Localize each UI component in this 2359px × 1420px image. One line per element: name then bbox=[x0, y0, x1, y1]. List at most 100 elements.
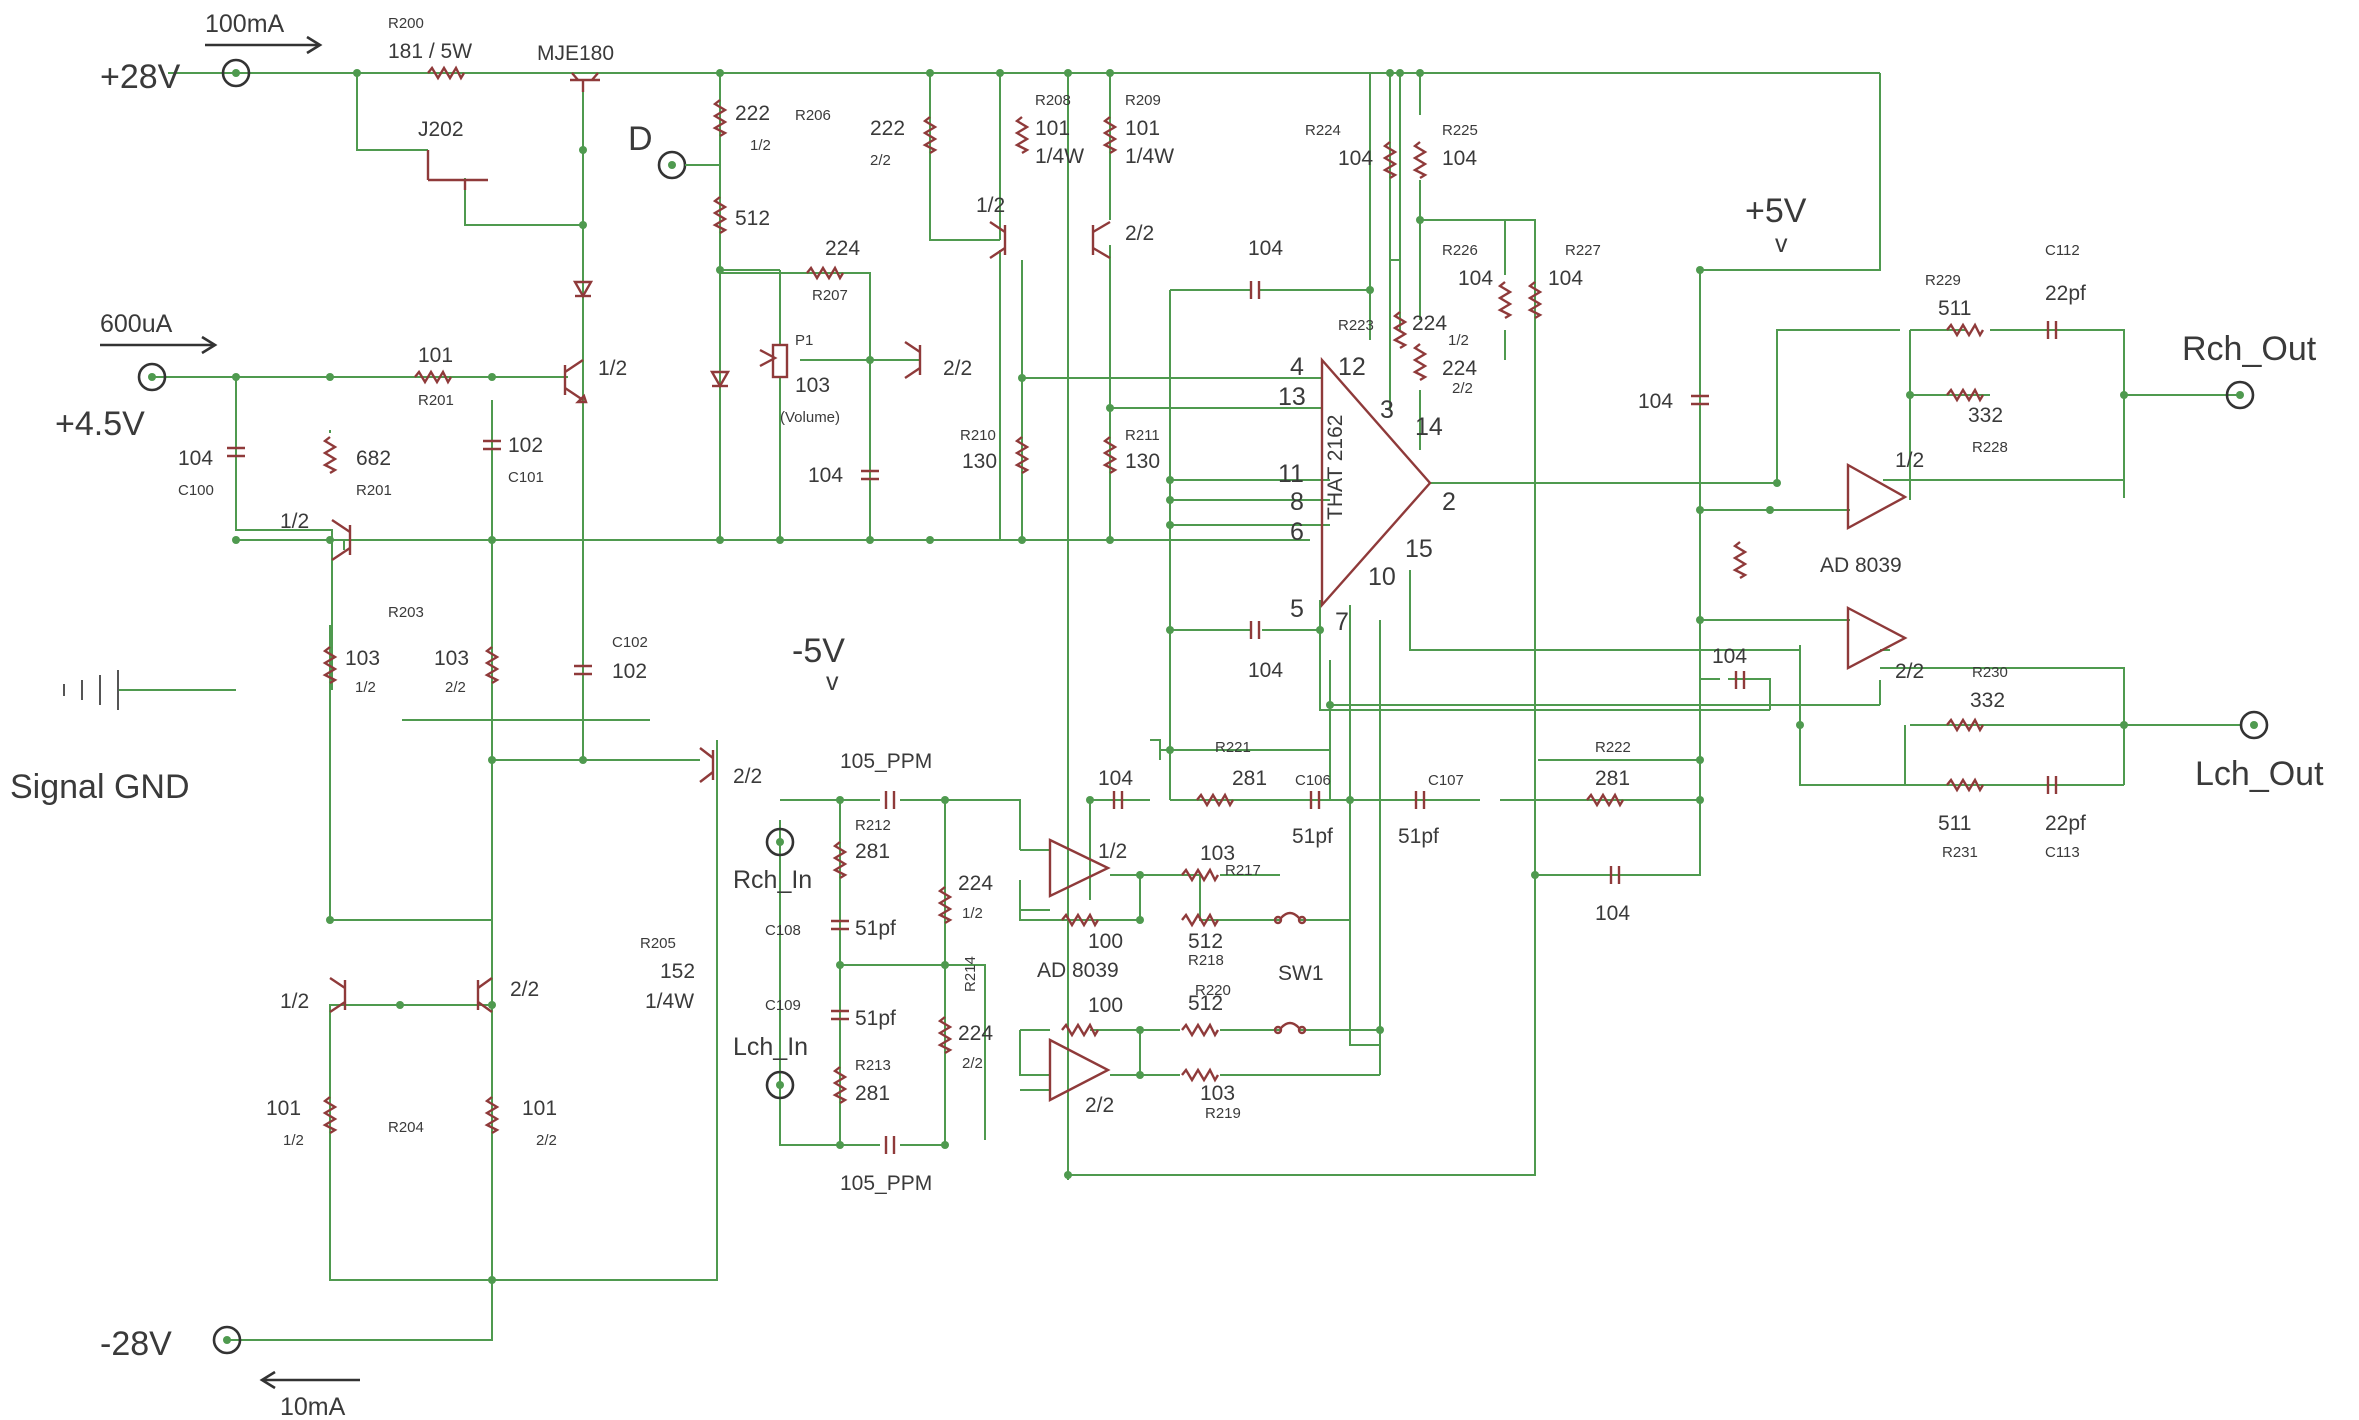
p1-note: (Volume) bbox=[780, 409, 840, 426]
r213-ref: R213 bbox=[855, 1057, 891, 1074]
pin-14: 14 bbox=[1415, 413, 1443, 441]
r201a-ref: R201 bbox=[418, 392, 454, 409]
port-lch-in[interactable]: Lch_In bbox=[733, 1033, 808, 1100]
c-in-bot-value: 105_PPM bbox=[840, 1172, 932, 1195]
r201b-ref: R201 bbox=[356, 482, 392, 499]
p1-value: 103 bbox=[795, 374, 830, 397]
junction-dots bbox=[232, 69, 2128, 1284]
r229-ref: R229 bbox=[1925, 272, 1961, 289]
port-rch-in[interactable]: Rch_In bbox=[733, 827, 812, 894]
r218-ref: R218 bbox=[1188, 952, 1224, 969]
pin-8: 8 bbox=[1290, 488, 1304, 516]
label-minus28v: -28V bbox=[100, 1325, 172, 1363]
r209-power: 1/4W bbox=[1125, 145, 1174, 168]
r230-value: 332 bbox=[1970, 689, 2005, 712]
c-br-value: 104 bbox=[1595, 902, 1630, 925]
r223-ref: R223 bbox=[1338, 317, 1374, 334]
sw1-ref: SW1 bbox=[1278, 962, 1324, 985]
r214-sub-a: 1/2 bbox=[962, 905, 983, 922]
r221-ref: R221 bbox=[1215, 739, 1251, 756]
opamp-tr-unit: 1/2 bbox=[1895, 449, 1924, 472]
r214-value-a: 224 bbox=[958, 872, 993, 895]
r204-sub-r: 2/2 bbox=[536, 1132, 557, 1149]
r204-value-l: 101 bbox=[266, 1097, 301, 1120]
r209-ref: R209 bbox=[1125, 92, 1161, 109]
r207-ref: R207 bbox=[812, 287, 848, 304]
opamp-br-part: AD 8039 bbox=[1820, 554, 1902, 577]
c112-ref: C112 bbox=[2045, 242, 2080, 259]
c113-value: 22pf bbox=[2045, 812, 2086, 835]
r206-value-c: 222 bbox=[870, 117, 905, 140]
r226-value: 104 bbox=[1458, 267, 1493, 290]
port-d[interactable]: D bbox=[628, 120, 720, 180]
r231-value: 511 bbox=[1938, 812, 1971, 835]
r212-value: 281 bbox=[855, 840, 890, 863]
pin-10: 10 bbox=[1368, 563, 1396, 591]
pin-12: 12 bbox=[1338, 353, 1366, 381]
port-plus45v[interactable]: +4.5V 600uA bbox=[55, 310, 218, 443]
r223-value-a: 224 bbox=[1412, 312, 1447, 335]
label-q1: 1/2 bbox=[598, 357, 627, 380]
port-minus28v[interactable]: -28V 10mA bbox=[100, 1325, 360, 1420]
label-lch-out: Lch_Out bbox=[2195, 755, 2324, 793]
opamp-in-top-unit: 1/2 bbox=[1098, 840, 1127, 863]
r208-ref: R208 bbox=[1035, 92, 1071, 109]
port-rch-out[interactable]: Rch_Out bbox=[2182, 330, 2317, 410]
r229-value: 511 bbox=[1938, 297, 1971, 320]
r213-value: 281 bbox=[855, 1082, 890, 1105]
pin-3: 3 bbox=[1380, 396, 1394, 424]
r209-value: 101 bbox=[1125, 117, 1160, 140]
label-j202: J202 bbox=[418, 118, 464, 141]
c102-ref: C102 bbox=[612, 634, 648, 651]
pin-7: 7 bbox=[1335, 608, 1349, 636]
r224-value: 104 bbox=[1338, 147, 1373, 170]
c107-ref: C107 bbox=[1428, 772, 1464, 789]
r-fb-top-value: 100 bbox=[1088, 930, 1123, 953]
opamp-br-unit: 2/2 bbox=[1895, 660, 1924, 683]
r223-sub-a: 1/2 bbox=[1448, 332, 1469, 349]
pin-5: 5 bbox=[1290, 595, 1304, 623]
c106-value: 51pf bbox=[1292, 825, 1333, 848]
r214-value-b: 224 bbox=[958, 1022, 993, 1045]
label-lch-in: Lch_In bbox=[733, 1033, 808, 1061]
component-symbols bbox=[225, 66, 2058, 1156]
r206-value-b: 512 bbox=[735, 207, 770, 230]
label-q-neg: 2/2 bbox=[733, 765, 762, 788]
port-lch-out[interactable]: Lch_Out bbox=[2195, 710, 2324, 793]
r214-ref: R214 bbox=[962, 956, 979, 992]
r218-value: 512 bbox=[1188, 930, 1223, 953]
r205-power: 1/4W bbox=[645, 990, 694, 1013]
label-q208: 1/2 bbox=[976, 194, 1005, 217]
r221-value: 281 bbox=[1232, 767, 1267, 790]
r207-value: 224 bbox=[825, 237, 860, 260]
r212-ref: R212 bbox=[855, 817, 891, 834]
r201a-value: 101 bbox=[418, 344, 453, 367]
p1-ref: P1 bbox=[795, 332, 813, 349]
label-rch-in: Rch_In bbox=[733, 866, 812, 894]
r211-value: 130 bbox=[1125, 450, 1160, 473]
r226-ref: R226 bbox=[1442, 242, 1478, 259]
vca-that2162: THAT 2162 2 3 4 5 6 7 8 10 11 12 13 14 1… bbox=[1278, 353, 1456, 636]
r227-ref: R227 bbox=[1565, 242, 1601, 259]
r223-value-b: 224 bbox=[1442, 357, 1477, 380]
wires bbox=[118, 72, 2240, 1341]
r219-ref: R219 bbox=[1205, 1105, 1241, 1122]
r225-ref: R225 bbox=[1442, 122, 1478, 139]
r203-value-r: 103 bbox=[434, 647, 469, 670]
plus5v-arrow: v bbox=[1775, 230, 1788, 258]
c108-value: 51pf bbox=[855, 917, 896, 940]
r225-value: 104 bbox=[1442, 147, 1477, 170]
label-q-pair-r: 2/2 bbox=[510, 978, 539, 1001]
port-plus28v[interactable]: +28V 100mA bbox=[100, 10, 323, 96]
r231-ref: R231 bbox=[1942, 844, 1978, 861]
r208-value: 101 bbox=[1035, 117, 1070, 140]
r228-ref: R228 bbox=[1972, 439, 2008, 456]
r217-value: 103 bbox=[1200, 842, 1235, 865]
label-600ua: 600uA bbox=[100, 310, 173, 338]
ground-symbol bbox=[63, 670, 119, 710]
label-100ma: 100mA bbox=[205, 10, 285, 38]
label-plus5v: +5V bbox=[1745, 192, 1807, 230]
c102-value: 102 bbox=[612, 660, 647, 683]
c-pot-value: 104 bbox=[808, 464, 843, 487]
